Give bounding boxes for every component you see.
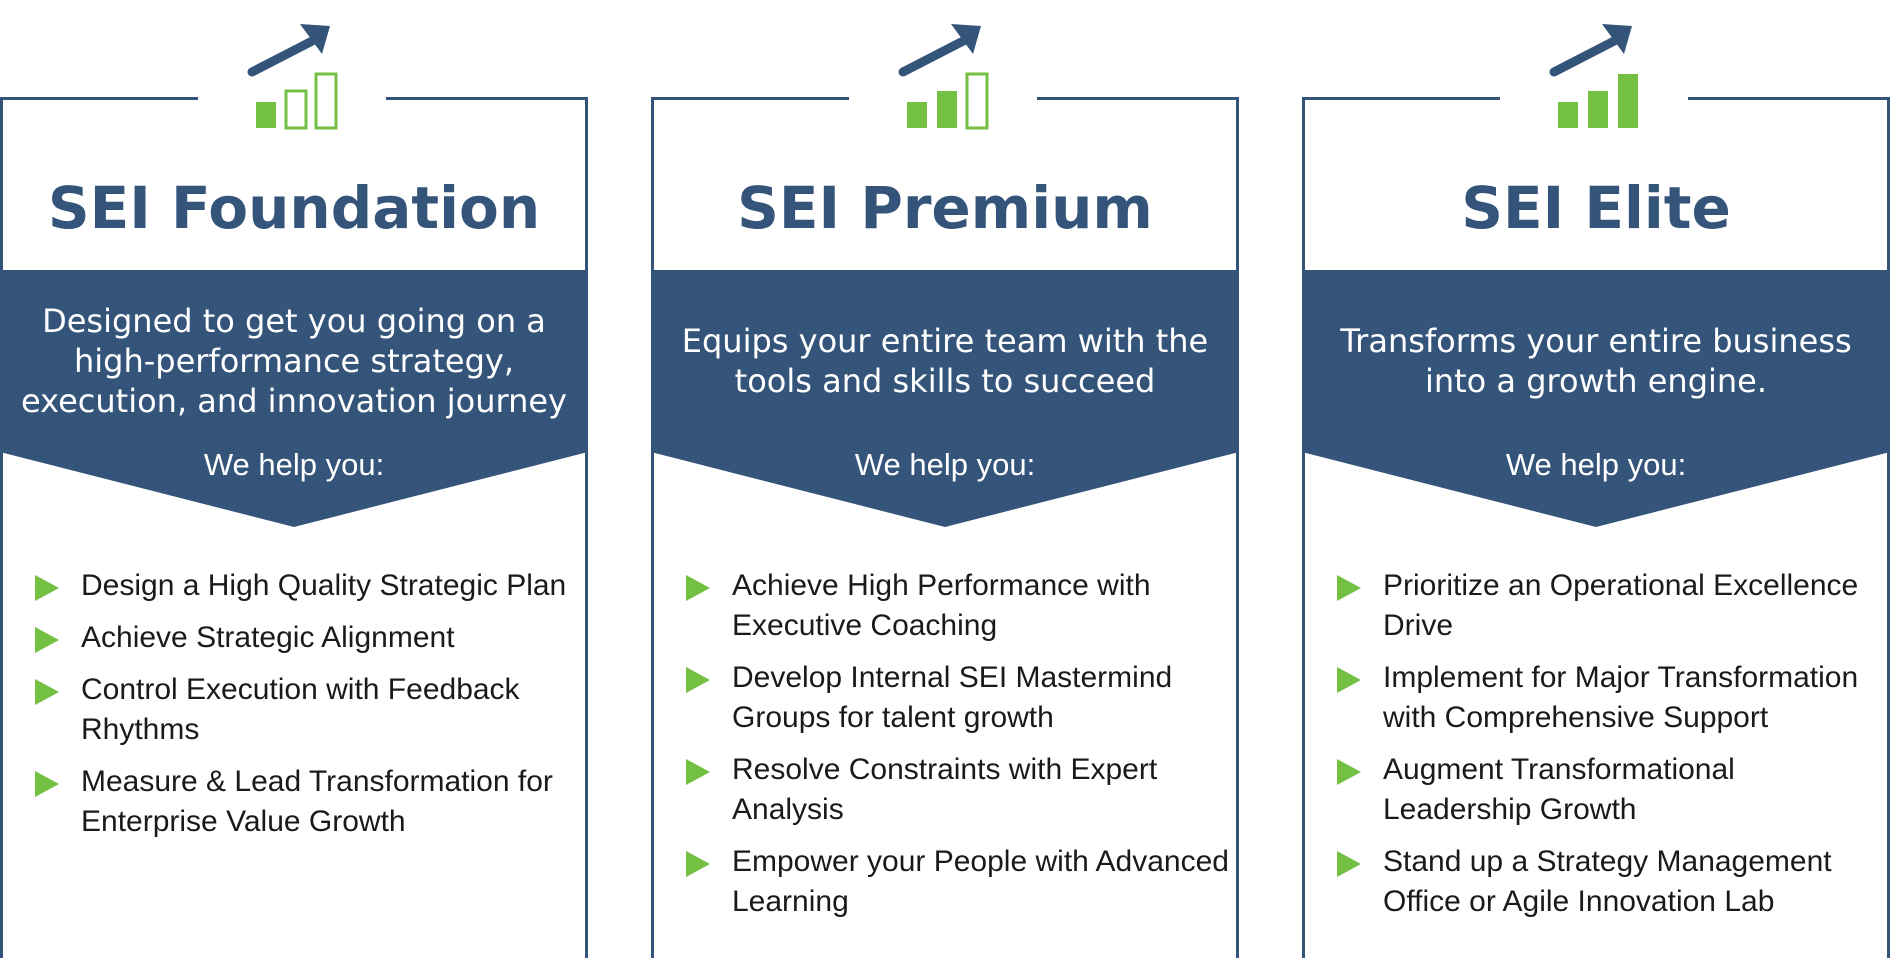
banner: Designed to get you going on a high-perf… [0, 270, 588, 527]
bar-3 [1618, 74, 1638, 128]
bar-3 [965, 72, 989, 130]
frame-gap [198, 90, 386, 104]
card-title: SEI Elite [1461, 174, 1731, 242]
bar-1 [256, 102, 276, 128]
banner-chevron [1302, 270, 1890, 527]
bar-2 [937, 91, 957, 128]
list-item: Achieve Strategic Alignment [30, 618, 580, 658]
card-title: SEI Premium [737, 174, 1153, 242]
list-item-text: Augment Transformational Leadership Grow… [1383, 753, 1735, 826]
card-tagline: Designed to get you going on a high-perf… [21, 302, 567, 420]
growth-chart-icon [1549, 24, 1638, 128]
play-arrow-icon [1337, 851, 1361, 877]
list-item-text: Measure & Lead Transformation for Enterp… [81, 765, 553, 838]
growth-chart-icon [247, 24, 338, 130]
bar-1 [907, 102, 927, 128]
help-label: We help you: [854, 447, 1036, 482]
list-item-text: Achieve High Performance with Executive … [732, 569, 1151, 642]
list-item: Control Execution with Feedback Rhythms [30, 670, 580, 750]
play-arrow-icon [1337, 667, 1361, 693]
list-item: Design a High Quality Strategic Plan [30, 566, 580, 606]
list-item-text: Empower your People with Advanced Learni… [732, 845, 1229, 918]
play-arrow-icon [686, 575, 710, 601]
play-arrow-icon [686, 667, 710, 693]
play-arrow-icon [1337, 759, 1361, 785]
play-arrow-icon [35, 627, 59, 653]
banner: Equips your entire team with the tools a… [651, 270, 1239, 527]
card-title: SEI Foundation [47, 174, 541, 242]
list-item-text: Prioritize an Operational Excellence Dri… [1383, 569, 1859, 642]
list-item-text: Implement for Major Transformation with … [1383, 661, 1859, 734]
growth-chart-icon [898, 24, 989, 130]
list-item-text: Stand up a Strategy Management Office or… [1383, 845, 1832, 918]
card-sei-foundation: SEI Foundation Designed to get you going… [0, 0, 588, 958]
list-item: Achieve High Performance with Executive … [681, 566, 1231, 646]
play-arrow-icon [35, 679, 59, 705]
benefit-list: Design a High Quality Strategic Plan Ach… [30, 566, 580, 854]
bar-3 [314, 72, 338, 130]
list-item: Resolve Constraints with Expert Analysis [681, 750, 1231, 830]
play-arrow-icon [686, 759, 710, 785]
list-item: Measure & Lead Transformation for Enterp… [30, 762, 580, 842]
list-item: Develop Internal SEI Mastermind Groups f… [681, 658, 1231, 738]
list-item: Prioritize an Operational Excellence Dri… [1332, 566, 1882, 646]
banner-chevron [0, 270, 588, 527]
card-tagline: Equips your entire team with the tools a… [681, 322, 1209, 400]
list-item-text: Control Execution with Feedback Rhythms [81, 673, 520, 746]
benefit-list: Achieve High Performance with Executive … [681, 566, 1231, 934]
help-label: We help you: [1505, 447, 1687, 482]
card-tagline: Transforms your entire business into a g… [1340, 322, 1852, 400]
list-item-text: Resolve Constraints with Expert Analysis [732, 753, 1158, 826]
play-arrow-icon [686, 851, 710, 877]
list-item-text: Achieve Strategic Alignment [81, 621, 455, 654]
play-arrow-icon [35, 771, 59, 797]
list-item-text: Design a High Quality Strategic Plan [81, 569, 567, 602]
banner-chevron [651, 270, 1239, 527]
list-item: Empower your People with Advanced Learni… [681, 842, 1231, 922]
play-arrow-icon [35, 575, 59, 601]
list-item: Augment Transformational Leadership Grow… [1332, 750, 1882, 830]
list-item: Stand up a Strategy Management Office or… [1332, 842, 1882, 922]
help-label: We help you: [203, 447, 385, 482]
banner: Transforms your entire business into a g… [1302, 270, 1890, 527]
bar-2 [284, 89, 308, 130]
card-sei-elite: SEI Elite Transforms your entire busines… [1302, 0, 1890, 958]
list-item: Implement for Major Transformation with … [1332, 658, 1882, 738]
list-item-text: Develop Internal SEI Mastermind Groups f… [732, 661, 1173, 734]
bar-2 [1588, 91, 1608, 128]
bar-1 [1558, 102, 1578, 128]
card-sei-premium: SEI Premium Equips your entire team with… [651, 0, 1239, 958]
play-arrow-icon [1337, 575, 1361, 601]
benefit-list: Prioritize an Operational Excellence Dri… [1332, 566, 1882, 934]
